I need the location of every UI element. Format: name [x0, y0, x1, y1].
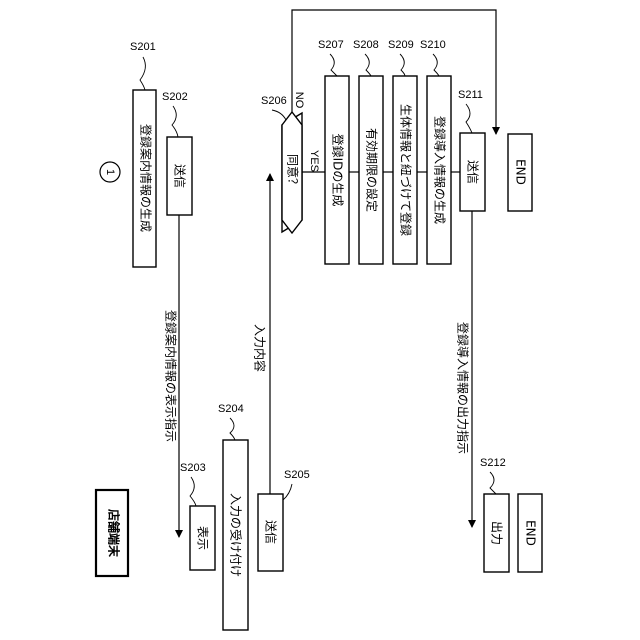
step-s212-label: 出力	[490, 521, 504, 545]
decision-no-label: NO	[293, 92, 305, 109]
step-s209-ref: S209	[388, 39, 414, 51]
end-label-top: END	[514, 159, 528, 185]
step-s201-label: 登録案内情報の生成	[139, 124, 154, 232]
step-s208-label: 有効期限の設定	[365, 128, 380, 212]
store-terminal-header: 店舗端末	[107, 509, 122, 558]
step-s205-label: 送信	[264, 520, 279, 544]
step-s212-ref: S212	[480, 457, 506, 469]
step-s209-label: 生体情報と紐づけて登録	[399, 104, 414, 236]
end-label-bottom: END	[524, 520, 538, 546]
step-s203-ref: S203	[180, 462, 206, 474]
step-s203-label: 表示	[196, 526, 210, 550]
step-s205-ref: S205	[284, 469, 310, 481]
step-s207-label: 登録IDの生成	[331, 134, 346, 207]
step-s201-ref: S201	[130, 41, 156, 53]
connector-label: 1	[104, 169, 116, 175]
step-s208-ref: S208	[353, 39, 379, 51]
step-s211-label: 送信	[466, 160, 481, 184]
step-s206-label: 同意？	[286, 154, 301, 190]
step-s202-label: 送信	[173, 164, 188, 188]
message-display-instruction: 登録案内情報の表示指示	[164, 310, 179, 442]
step-s207-ref: S207	[318, 39, 344, 51]
step-s202-ref: S202	[162, 91, 188, 103]
step-s210-label: 登録導入情報の生成	[433, 116, 448, 224]
step-s204-ref: S204	[218, 403, 244, 415]
step-s210-ref: S210	[420, 39, 446, 51]
message-output-instruction: 登録導入情報の出力指示	[456, 322, 471, 454]
decision-yes-label: YES	[308, 150, 320, 172]
step-s211-ref: S211	[458, 89, 483, 101]
step-s206-ref: S206	[261, 95, 287, 107]
step-s204-label: 入力の受け付け	[229, 493, 243, 577]
message-input-content: 入力内容	[253, 324, 268, 372]
